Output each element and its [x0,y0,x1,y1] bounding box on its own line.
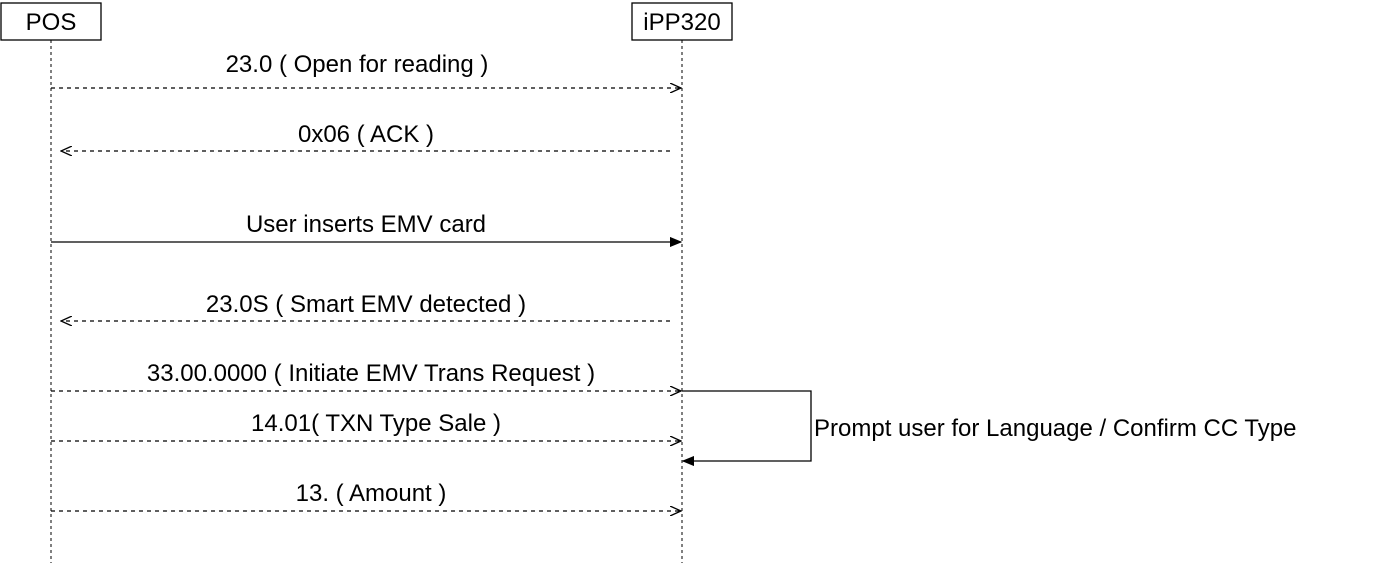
message-label: 23.0S ( Smart EMV detected ) [206,291,526,318]
pos-actor: POS [0,2,102,41]
message-initiate-emv-trans: 33.00.0000 ( Initiate EMV Trans Request … [51,360,681,391]
message-label: 33.00.0000 ( Initiate EMV Trans Request … [147,360,595,387]
message-txn-type-sale: 14.01( TXN Type Sale ) [51,410,681,441]
terminal-actor-label: iPP320 [643,9,720,36]
message-label: User inserts EMV card [246,211,486,238]
message-smart-emv-detected: 23.0S ( Smart EMV detected ) [61,291,670,321]
pos-actor-label: POS [26,9,77,36]
message-label: 0x06 ( ACK ) [298,121,434,148]
self-message-prompt-user: Prompt user for Language / Confirm CC Ty… [682,390,1296,461]
message-label: 23.0 ( Open for reading ) [226,51,489,78]
message-amount: 13. ( Amount ) [51,480,681,511]
message-label: 13. ( Amount ) [296,480,447,507]
self-message-label: Prompt user for Language / Confirm CC Ty… [814,415,1296,442]
terminal-actor: iPP320 [631,2,733,41]
message-label: 14.01( TXN Type Sale ) [251,410,501,437]
message-user-inserts-card: User inserts EMV card [51,211,681,242]
message-ack: 0x06 ( ACK ) [61,121,670,151]
message-open-for-reading: 23.0 ( Open for reading ) [51,51,681,88]
